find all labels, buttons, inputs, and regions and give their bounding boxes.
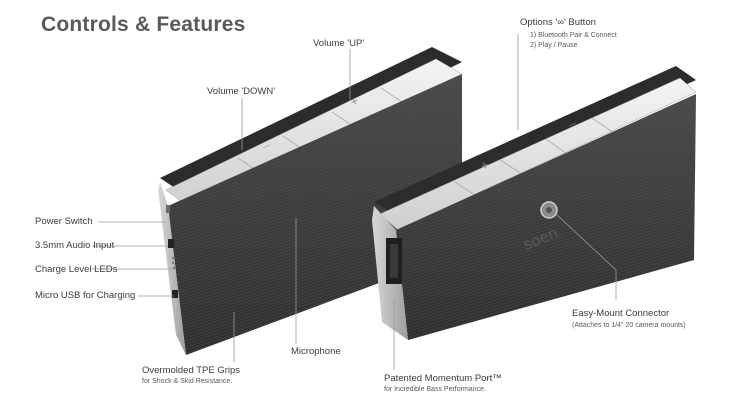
power-switch-label: Power Switch	[35, 216, 93, 227]
volume-down-label: Volume 'DOWN'	[207, 86, 276, 97]
momentum-port-sub: for Incredible Bass Performance.	[384, 386, 486, 393]
micro-usb-label: Micro USB for Charging	[35, 290, 136, 301]
right-speaker: + — soen	[372, 66, 697, 340]
audio-input-label: 3.5mm Audio Input	[35, 240, 115, 251]
svg-text:+: +	[479, 159, 491, 172]
tpe-grips-sub: for Shock & Skid Resistance.	[142, 378, 233, 385]
left-speaker: — + soen	[158, 47, 463, 355]
momentum-port-label: Patented Momentum Port™	[384, 373, 502, 384]
leader-lines	[90, 34, 617, 370]
tpe-grips-label: Overmolded TPE Grips	[142, 365, 241, 376]
svg-text:—: —	[567, 118, 578, 129]
easy-mount-label: Easy-Mount Connector	[572, 308, 670, 319]
easy-mount-sub: (Attaches to 1/4" 20 camera mounts)	[572, 322, 686, 329]
page-title: Controls & Features	[41, 13, 246, 36]
microphone-label: Microphone	[291, 346, 341, 357]
options-line2: 2) Play / Pause	[530, 42, 578, 49]
charge-leds-label: Charge Level LEDs	[35, 264, 118, 275]
options-button-label: Options '∞' Button	[520, 17, 596, 28]
options-line1: 1) Bluetooth Pair & Connect	[530, 32, 617, 39]
volume-up-label: Volume 'UP'	[313, 38, 365, 49]
svg-text:—: —	[261, 140, 272, 152]
